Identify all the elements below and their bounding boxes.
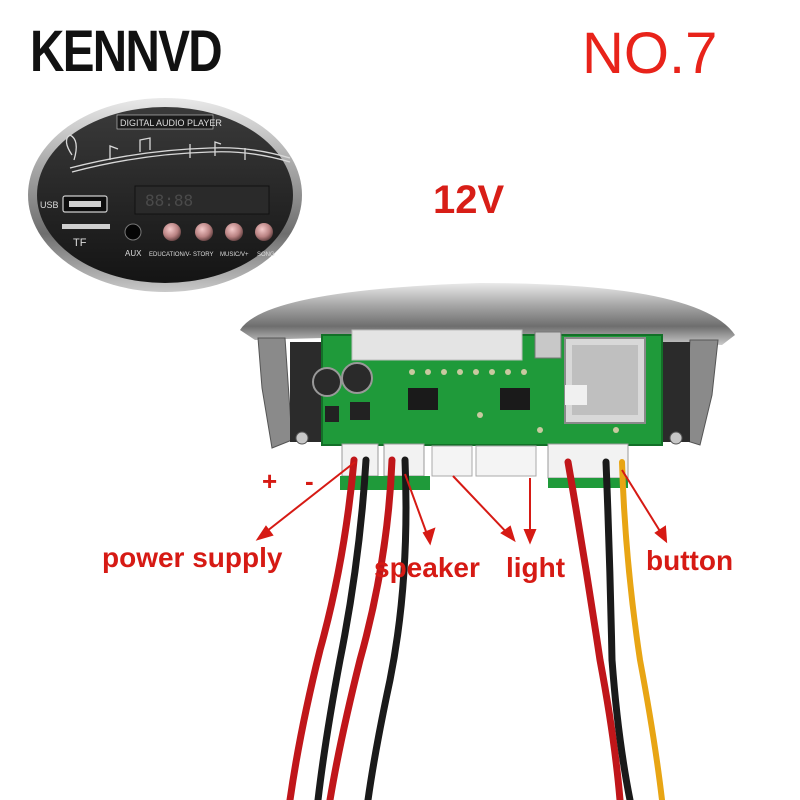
module-back bbox=[240, 283, 735, 490]
panel-button bbox=[195, 223, 213, 241]
wires bbox=[286, 456, 665, 800]
button-label: button bbox=[646, 545, 734, 576]
button-wire-black bbox=[602, 458, 634, 800]
power-wire-red bbox=[286, 456, 358, 800]
speaker-label: speaker bbox=[374, 552, 480, 583]
light-connector bbox=[431, 445, 473, 477]
display-window bbox=[134, 185, 270, 215]
panel-title: DIGITAL AUDIO PLAYER bbox=[120, 118, 222, 128]
speaker-wire-red bbox=[326, 456, 396, 800]
tf-slot bbox=[62, 224, 110, 229]
speaker-wire-black bbox=[364, 456, 410, 800]
brand-logo: KENNVD bbox=[30, 19, 223, 84]
button-label-music: MUSIC/V+ bbox=[220, 252, 249, 258]
button-wire-yellow bbox=[619, 459, 665, 800]
voltage-label: 12V bbox=[433, 178, 505, 222]
svg-text:88:88: 88:88 bbox=[145, 191, 193, 210]
button-wire-red bbox=[564, 458, 624, 800]
button-label-story: STORY bbox=[193, 252, 213, 258]
usb-label: USB bbox=[40, 200, 59, 210]
model-number: NO.7 bbox=[582, 21, 718, 86]
plus-sign: + bbox=[262, 466, 278, 496]
button-label-song: SONG bbox=[257, 252, 275, 258]
button-label-education: EDUCATION/V- bbox=[149, 252, 191, 258]
aux-label: AUX bbox=[125, 249, 142, 258]
aux-jack bbox=[124, 223, 142, 241]
music-notes-icon bbox=[65, 134, 291, 173]
panel-button bbox=[163, 223, 181, 241]
button-connector bbox=[547, 443, 629, 479]
power-connector bbox=[341, 443, 379, 477]
panel-button bbox=[225, 223, 243, 241]
tf-label: TF bbox=[73, 237, 87, 249]
annotation-arrows bbox=[255, 461, 668, 546]
front-panel: DIGITAL AUDIO PLAYER USB TF 88:88 AUX E bbox=[28, 98, 302, 292]
light-label: light bbox=[506, 552, 566, 583]
panel-button bbox=[255, 223, 273, 241]
minus-sign: - bbox=[305, 466, 314, 496]
power-supply-label: power supply bbox=[102, 542, 283, 573]
power-wire-black bbox=[314, 456, 370, 800]
